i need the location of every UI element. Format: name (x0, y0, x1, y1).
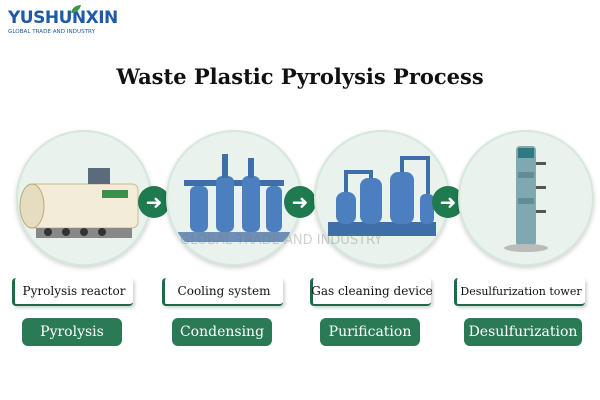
step-condensing: Cooling system Condensing (162, 130, 312, 360)
leaf-icon (71, 5, 81, 13)
equipment-label: Gas cleaning device (310, 278, 433, 306)
desulfurization-tower-image (458, 130, 594, 266)
process-badge: Desulfurization (464, 318, 582, 346)
cooling-system-image (166, 130, 302, 266)
step-purification: Gas cleaning device Purification (310, 130, 460, 360)
process-badge: Condensing (172, 318, 272, 346)
page-title: Waste Plastic Pyrolysis Process (116, 64, 484, 89)
brand-name: YUSHUNXIN (8, 8, 118, 28)
gas-cleaning-device-image (314, 130, 450, 266)
equipment-label: Pyrolysis reactor (12, 278, 133, 306)
pyrolysis-reactor-image (16, 130, 152, 266)
step-pyrolysis: Pyrolysis reactor Pyrolysis (12, 130, 162, 360)
brand-logo: YUSHUNXIN GLOBAL TRADE AND INDUSTRY (8, 5, 118, 44)
step-desulfurization: Desulfurization tower Desulfurization (454, 130, 600, 360)
equipment-label: Cooling system (162, 278, 283, 306)
right-arrow-icon: ➜ (138, 186, 170, 218)
right-arrow-icon: ➜ (284, 186, 316, 218)
process-badge: Pyrolysis (22, 318, 122, 346)
equipment-label: Desulfurization tower (454, 278, 585, 306)
brand-tagline: GLOBAL TRADE AND INDUSTRY (8, 29, 95, 35)
watermark: GLOBAL TRADE AND INDUSTRY (180, 233, 383, 248)
process-badge: Purification (320, 318, 420, 346)
